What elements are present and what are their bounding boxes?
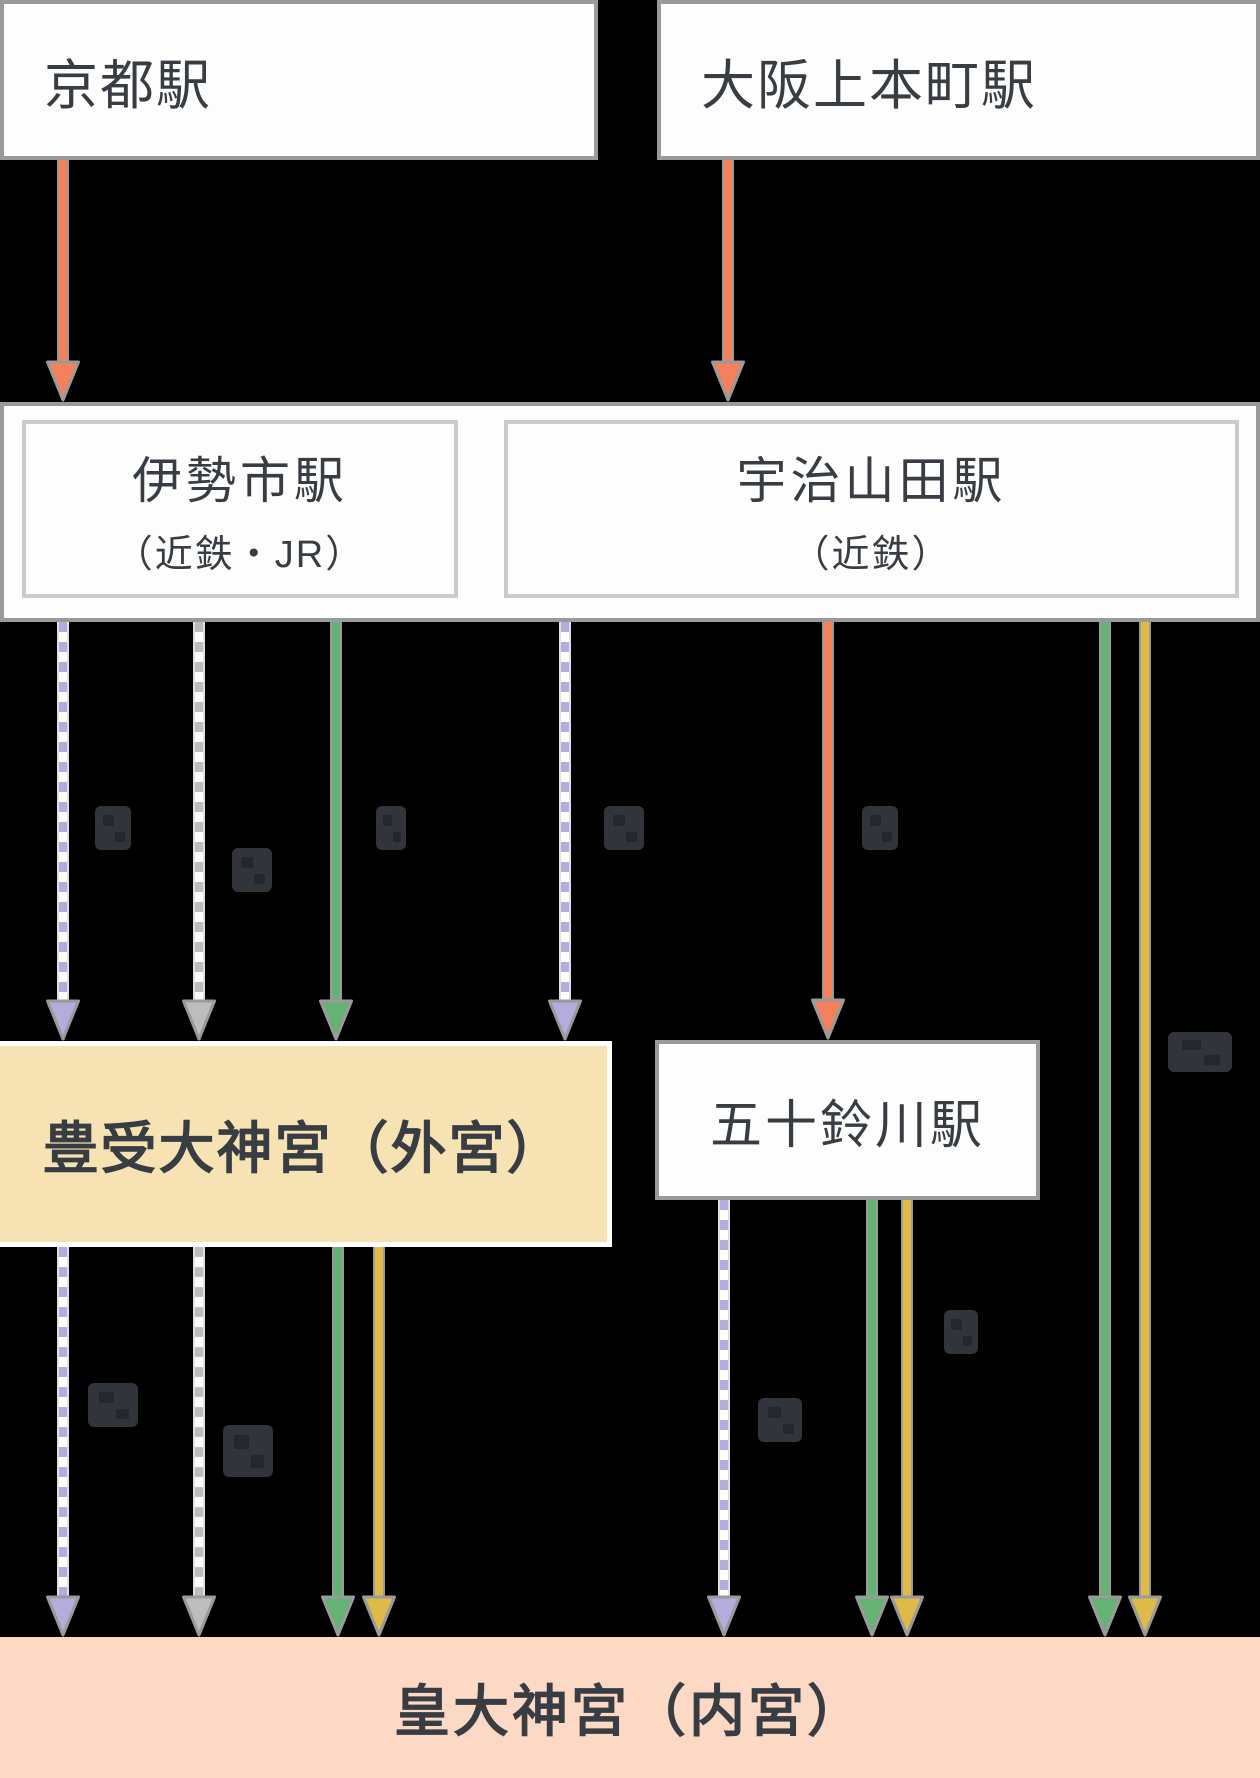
arrow-iseshi-to-geku-taxi-shaft	[330, 622, 342, 1005]
arrow-geku-to-naiku-taxi	[320, 1247, 356, 1637]
bus-icon	[604, 806, 644, 850]
taxi-icon	[376, 806, 406, 850]
arrow-isuzugawa-to-naiku-taxi	[854, 1200, 890, 1637]
node-label: 宇治山田駅	[736, 452, 1007, 509]
node-label: 大阪上本町駅	[701, 55, 1037, 116]
arrow-geku-to-naiku-bus-shaft	[57, 1247, 69, 1601]
arrow-isuzugawa-to-naiku-car-arrowhead-icon	[889, 1595, 925, 1637]
arrow-osakauehommachi-to-ujiyamada-train-arrowhead-icon	[710, 360, 746, 402]
node-label: 皇大神宮（内宮）	[394, 1680, 866, 1743]
arrow-ujiyamada-to-geku-bus-shaft	[559, 622, 571, 1005]
arrow-ujiyamada-to-naiku-taxi-arrowhead-icon	[1087, 1595, 1123, 1637]
arrow-ujiyamada-to-isuzugawa-train-arrowhead-icon	[810, 998, 846, 1040]
node-label: 五十鈴川駅	[709, 1096, 985, 1155]
arrow-ujiyamada-to-geku-bus-arrowhead-icon	[547, 999, 583, 1041]
arrow-geku-to-naiku-car	[361, 1247, 397, 1637]
arrow-ujiyamada-to-naiku-car	[1127, 622, 1163, 1637]
node-sublabel: （近鉄）	[791, 533, 952, 576]
arrow-ujiyamada-to-isuzugawa-train	[810, 622, 846, 1040]
arrow-kyoto-to-iseshi-train-shaft	[57, 160, 69, 366]
arrow-ujiyamada-to-naiku-car-arrowhead-icon	[1127, 1595, 1163, 1637]
arrow-isuzugawa-to-naiku-bus-arrowhead-icon	[706, 1595, 742, 1637]
arrow-geku-to-naiku-walk-shaft	[193, 1247, 205, 1601]
node-label: 豊受大神宮（外宮）	[42, 1116, 565, 1180]
arrow-iseshi-to-geku-taxi-arrowhead-icon	[318, 999, 354, 1041]
arrow-ujiyamada-to-naiku-car-shaft	[1139, 622, 1151, 1601]
arrow-iseshi-to-geku-walk	[181, 622, 217, 1041]
car-icon	[944, 1310, 978, 1354]
node-label: 伊勢市駅	[132, 452, 348, 509]
arrow-iseshi-to-geku-bus-shaft	[57, 622, 69, 1005]
node-sublabel: （近鉄・JR）	[114, 533, 366, 576]
arrow-geku-to-naiku-taxi-shaft	[332, 1247, 344, 1601]
arrow-geku-to-naiku-walk	[181, 1247, 217, 1637]
arrow-geku-to-naiku-car-arrowhead-icon	[361, 1595, 397, 1637]
bus-icon	[95, 806, 131, 850]
arrow-kyoto-to-iseshi-train	[45, 160, 81, 402]
walk-icon	[223, 1425, 273, 1477]
arrow-iseshi-to-geku-bus	[45, 622, 81, 1041]
walk-icon	[232, 848, 272, 892]
arrow-isuzugawa-to-naiku-bus	[706, 1200, 742, 1637]
arrow-ujiyamada-to-geku-bus	[547, 622, 583, 1041]
bus-icon	[758, 1398, 802, 1442]
node-ujiyamada-station: 宇治山田駅 （近鉄）	[504, 420, 1239, 598]
arrow-osakauehommachi-to-ujiyamada-train-shaft	[722, 160, 734, 366]
arrow-iseshi-to-geku-walk-arrowhead-icon	[181, 999, 217, 1041]
arrow-geku-to-naiku-taxi-arrowhead-icon	[320, 1595, 356, 1637]
node-isuzugawa-station: 五十鈴川駅	[655, 1040, 1040, 1200]
train-icon	[862, 806, 898, 850]
arrow-ujiyamada-to-isuzugawa-train-shaft	[822, 622, 834, 1004]
arrow-osakauehommachi-to-ujiyamada-train	[710, 160, 746, 402]
arrow-kyoto-to-iseshi-train-arrowhead-icon	[45, 360, 81, 402]
arrow-isuzugawa-to-naiku-car	[889, 1200, 925, 1637]
bus-icon	[1168, 1032, 1232, 1072]
arrow-isuzugawa-to-naiku-car-shaft	[901, 1200, 913, 1601]
node-geku-shrine: 豊受大神宮（外宮）	[0, 1041, 612, 1247]
node-osaka-uehommachi-station: 大阪上本町駅	[657, 0, 1260, 160]
arrow-geku-to-naiku-bus	[45, 1247, 81, 1637]
node-naiku-shrine: 皇大神宮（内宮）	[0, 1637, 1260, 1778]
arrow-isuzugawa-to-naiku-taxi-arrowhead-icon	[854, 1595, 890, 1637]
arrow-iseshi-to-geku-walk-shaft	[193, 622, 205, 1005]
arrow-ujiyamada-to-naiku-taxi-shaft	[1099, 622, 1111, 1601]
arrow-geku-to-naiku-car-shaft	[373, 1247, 385, 1601]
arrow-isuzugawa-to-naiku-taxi-shaft	[866, 1200, 878, 1601]
node-kyoto-station: 京都駅	[0, 0, 598, 160]
arrow-isuzugawa-to-naiku-bus-shaft	[718, 1200, 730, 1601]
node-label: 京都駅	[44, 55, 212, 116]
arrow-iseshi-to-geku-taxi	[318, 622, 354, 1041]
arrow-ujiyamada-to-naiku-taxi	[1087, 622, 1123, 1637]
arrow-iseshi-to-geku-bus-arrowhead-icon	[45, 999, 81, 1041]
bus-icon	[88, 1383, 138, 1427]
node-iseshi-station: 伊勢市駅 （近鉄・JR）	[22, 420, 458, 598]
arrow-geku-to-naiku-bus-arrowhead-icon	[45, 1595, 81, 1637]
arrow-geku-to-naiku-walk-arrowhead-icon	[181, 1595, 217, 1637]
